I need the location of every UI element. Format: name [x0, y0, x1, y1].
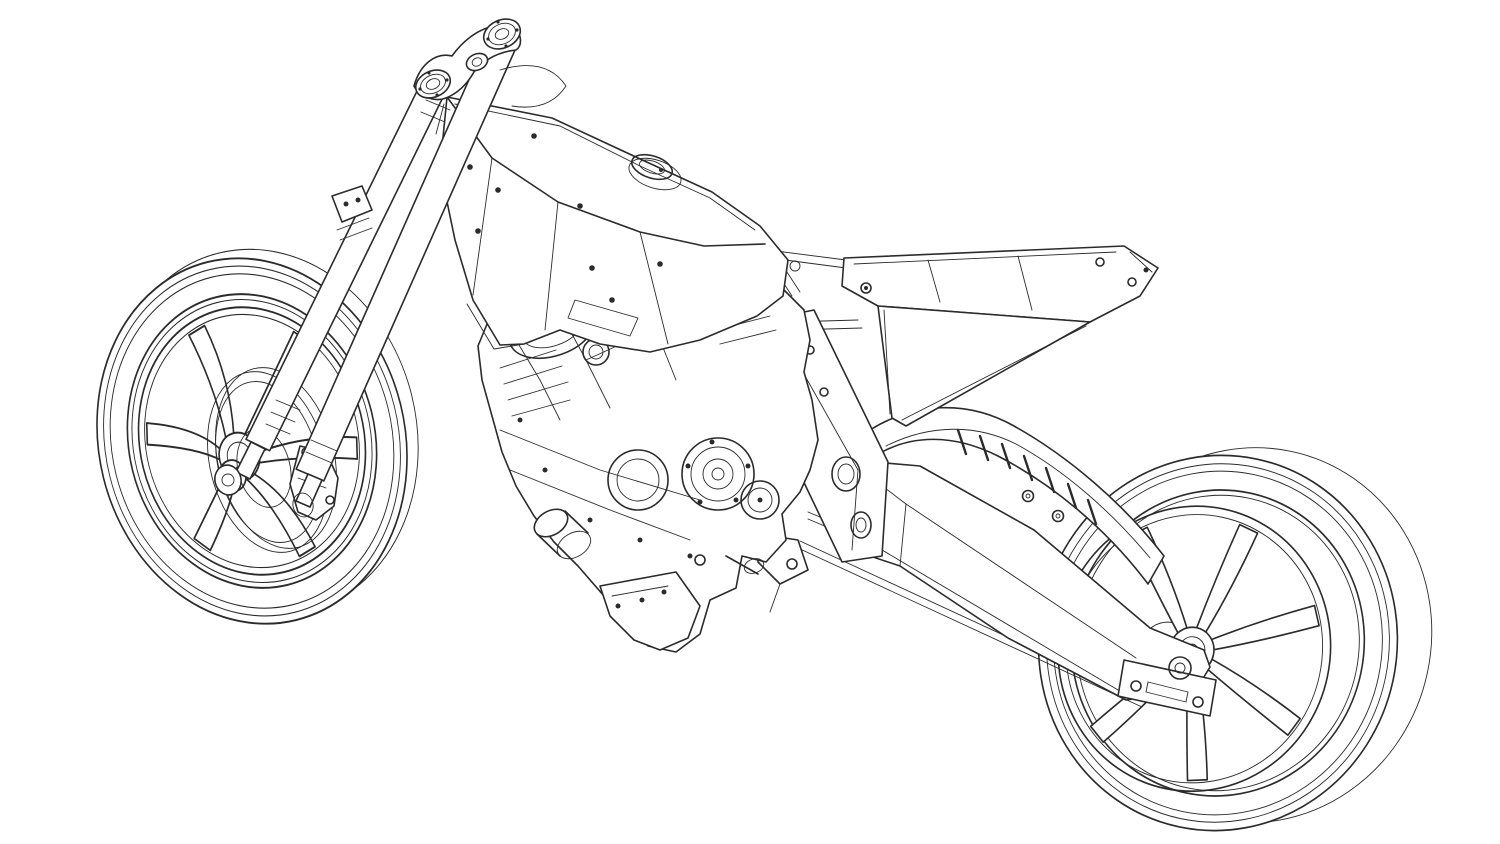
- tail-side-panel: [878, 306, 1090, 426]
- oil-sump: [600, 572, 700, 650]
- fuel-tank: [436, 97, 788, 352]
- brake-line: [500, 66, 566, 108]
